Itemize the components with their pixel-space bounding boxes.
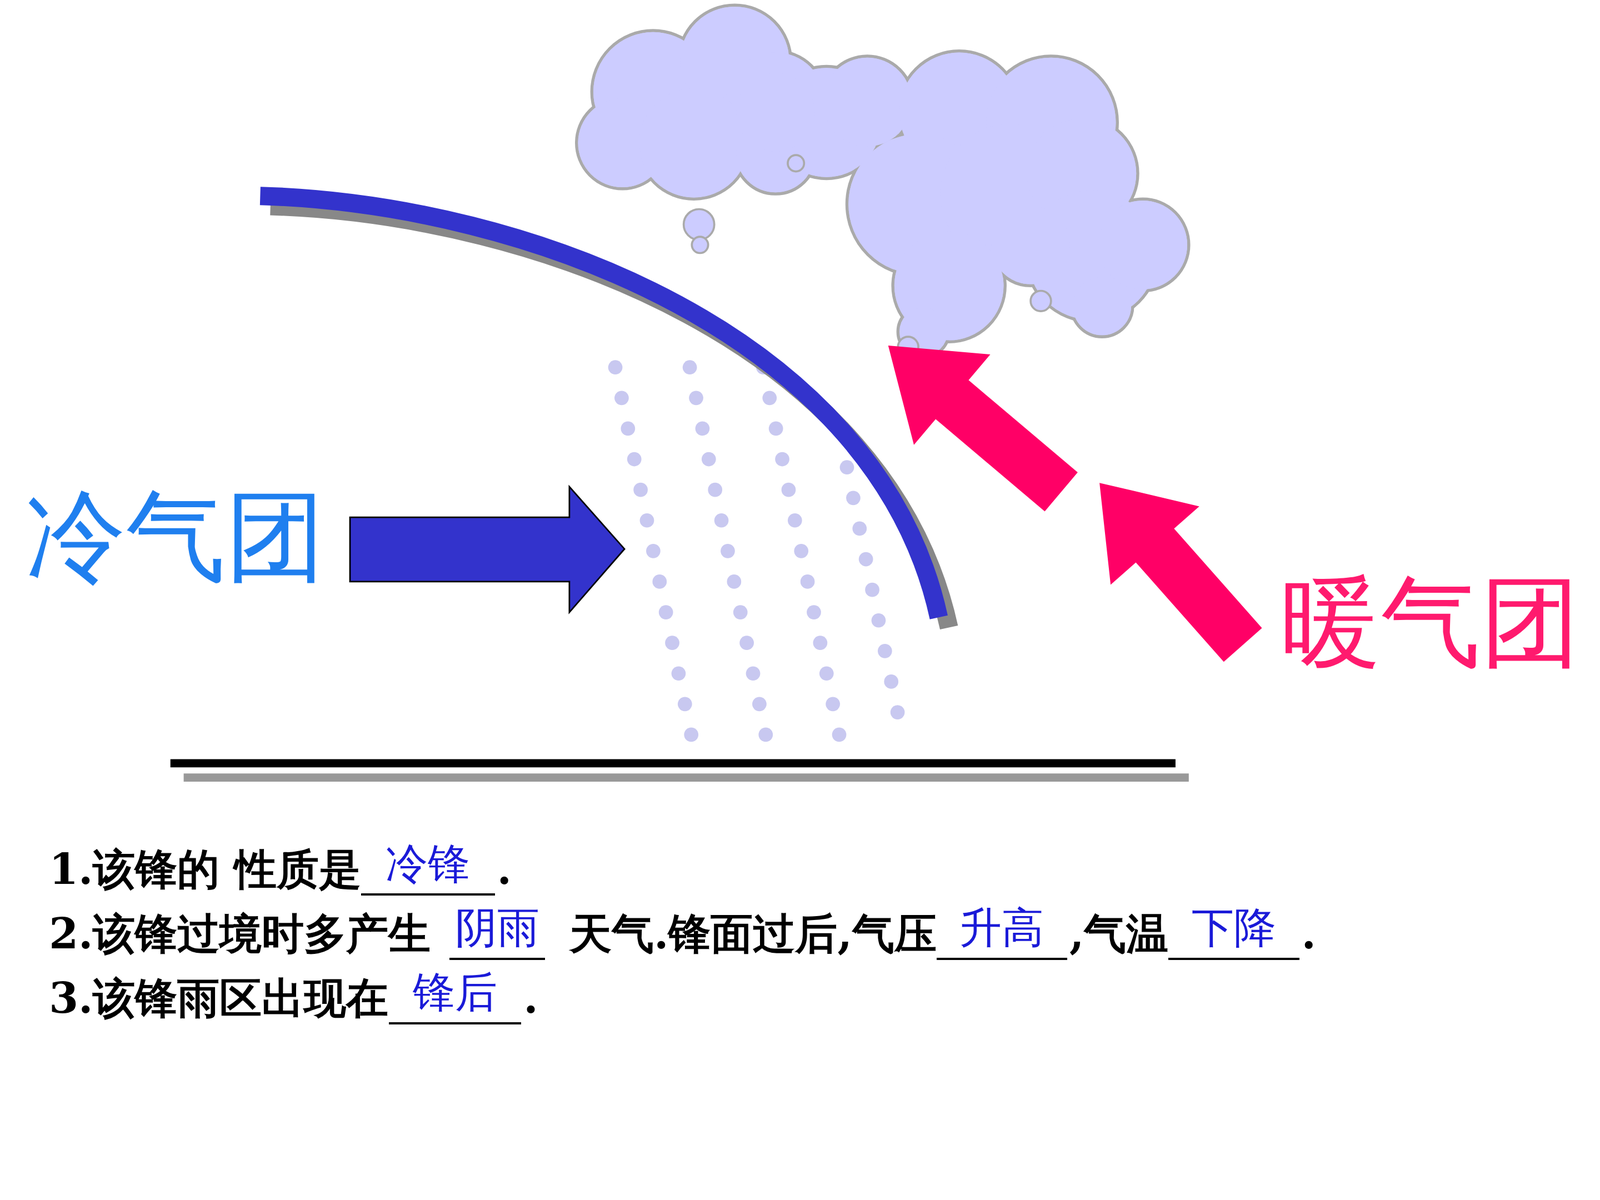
rain-dot	[762, 390, 777, 405]
front-surface	[260, 196, 939, 618]
answer-blank: 冷锋	[361, 847, 495, 897]
air-mass-label: 暖气团	[1280, 567, 1581, 678]
question-line: 3.该锋雨区出现在锋后.	[48, 971, 539, 1025]
rain-dot	[858, 552, 874, 567]
rain-dot	[695, 421, 710, 437]
rain-dot	[775, 452, 790, 467]
rain-dot	[726, 574, 742, 589]
rain-dot	[800, 574, 815, 589]
answer-blank: 阴雨	[449, 911, 545, 960]
answer-blank: 下降	[1168, 911, 1299, 960]
cloud-puff	[822, 57, 912, 147]
rain-dot	[646, 543, 661, 559]
warm-air-arrow	[850, 300, 1100, 538]
rain-dot	[865, 582, 880, 598]
rain-dot	[682, 360, 698, 375]
air-mass-label: 冷气团	[25, 481, 326, 592]
cold-air-arrow	[350, 486, 625, 613]
cloud-puff	[1098, 200, 1188, 290]
rain-dots	[608, 360, 905, 742]
answer-text: 阴雨	[455, 902, 540, 953]
cloud-puff	[1072, 277, 1132, 336]
cloud-puff	[736, 72, 815, 152]
rain-dot	[671, 666, 687, 681]
answer-text: 锋后	[412, 967, 498, 1017]
rain-dot	[652, 574, 667, 589]
answer-text: 升高	[959, 902, 1044, 953]
rain-dot	[840, 460, 855, 475]
rain-dot	[620, 421, 635, 437]
rain-dot	[871, 613, 887, 628]
question-text: .	[1301, 907, 1317, 960]
rain-dot	[883, 674, 899, 689]
rain-dot	[627, 452, 642, 467]
cloud-puff	[639, 88, 749, 198]
rain-dot	[890, 705, 905, 720]
rain-dot	[701, 452, 717, 467]
rain-dot	[714, 513, 729, 528]
rain-dot	[614, 390, 629, 405]
answer-text: 冷锋	[385, 838, 470, 889]
rain-dot	[832, 727, 847, 743]
rain-dot	[707, 482, 723, 498]
rain-dot	[746, 666, 761, 681]
rain-dot	[633, 482, 648, 498]
rain-dot	[793, 543, 809, 559]
answer-blank: 升高	[936, 911, 1068, 960]
warm-air-arrow	[1055, 443, 1288, 685]
ground-line	[170, 759, 1176, 768]
rain-dot	[787, 513, 803, 528]
rain-dot	[640, 513, 655, 528]
cloud-puff	[991, 205, 1070, 284]
question-text: .	[497, 842, 512, 896]
rain-dot	[852, 521, 867, 537]
rain-dot	[608, 360, 623, 375]
question-text: 天气.锋面过后,气压	[569, 907, 937, 960]
cloud-puff	[1030, 290, 1052, 312]
rain-dot	[688, 390, 704, 405]
question-line: 2.该锋过境时多产生阴雨天气.锋面过后,气压升高,气温下降.	[48, 907, 1317, 960]
cloud-puff	[787, 155, 804, 172]
rain-dot	[846, 490, 861, 505]
cloud-puff	[691, 236, 708, 253]
rain-dot	[733, 605, 748, 620]
rain-dot	[665, 635, 680, 650]
question-text: .	[523, 971, 538, 1025]
rain-dot	[677, 696, 693, 712]
rain-dot	[768, 421, 784, 437]
rain-dot	[683, 727, 699, 743]
rain-dot	[825, 696, 840, 712]
rain-dot	[806, 605, 822, 620]
rain-dot	[739, 635, 754, 650]
rain-dot	[658, 605, 674, 620]
question-text: 1.该锋的 性质是	[48, 842, 362, 896]
question-text: 3.该锋雨区出现在	[48, 971, 389, 1025]
cloud-puff	[683, 209, 715, 240]
rain-dot	[877, 643, 893, 659]
ground-shadow	[183, 773, 1189, 782]
rain-dot	[781, 482, 797, 498]
rain-dot	[720, 543, 735, 559]
question-text: ,气温	[1069, 907, 1169, 960]
rain-dot	[752, 696, 767, 712]
rain-dot	[813, 635, 828, 650]
answer-blank: 锋后	[388, 975, 522, 1025]
question-text: 2.该锋过境时多产生	[48, 907, 431, 960]
rain-dot	[819, 666, 834, 681]
question-line: 1.该锋的 性质是冷锋.	[48, 842, 512, 896]
rain-dot	[758, 727, 773, 743]
answer-text: 下降	[1191, 902, 1277, 953]
